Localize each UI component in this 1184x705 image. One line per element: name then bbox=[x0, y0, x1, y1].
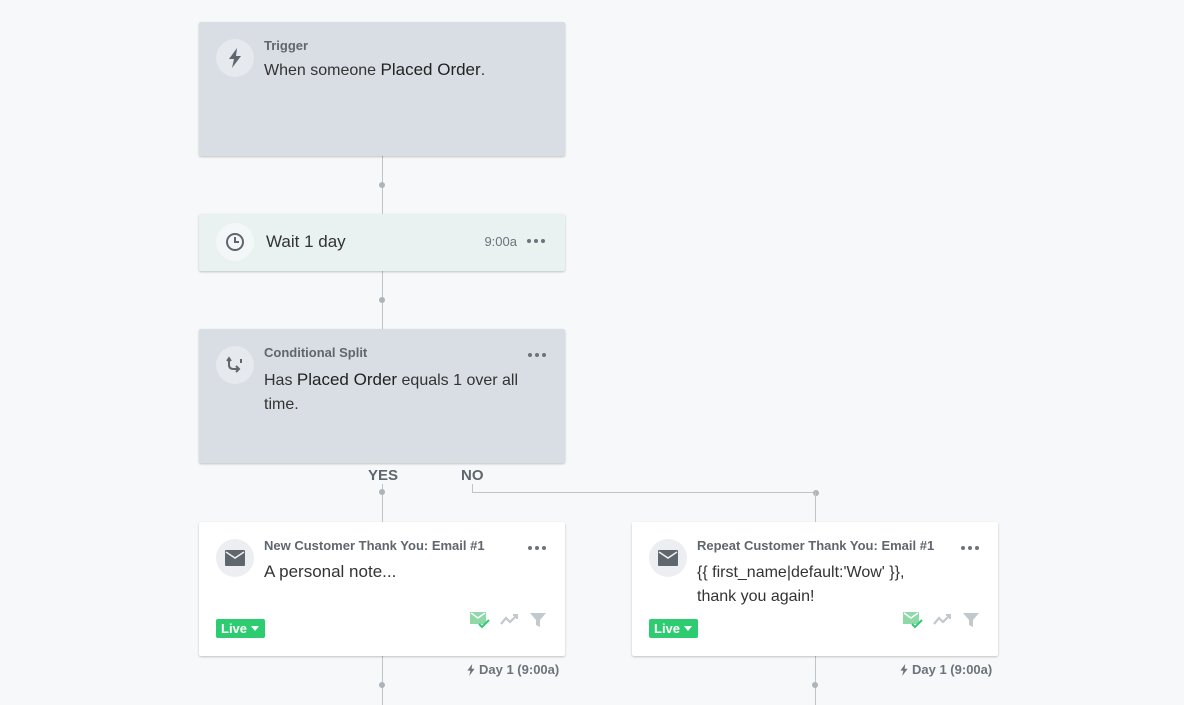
connector-line bbox=[382, 484, 383, 522]
more-options-button[interactable] bbox=[527, 239, 545, 243]
trigger-text: When someone Placed Order. bbox=[264, 60, 486, 79]
delay-label: Day 1 (9:00a) bbox=[899, 662, 992, 677]
wait-time: 9:00a bbox=[484, 234, 517, 249]
connector-line bbox=[382, 656, 383, 705]
delay-label: Day 1 (9:00a) bbox=[466, 662, 559, 677]
more-options-button[interactable] bbox=[961, 546, 979, 550]
email-title: New Customer Thank You: Email #1 bbox=[264, 538, 485, 553]
envelope-icon bbox=[216, 539, 254, 577]
conditional-split-card[interactable]: Conditional Split Has Placed Order equal… bbox=[199, 329, 565, 463]
trend-icon[interactable] bbox=[933, 613, 953, 632]
email-card[interactable]: New Customer Thank You: Email #1 A perso… bbox=[199, 522, 565, 656]
email-title: Repeat Customer Thank You: Email #1 bbox=[697, 538, 935, 553]
split-title: Conditional Split bbox=[264, 345, 368, 360]
connector-dot bbox=[813, 490, 819, 496]
connector-dot bbox=[812, 682, 818, 688]
email-checked-icon[interactable] bbox=[903, 611, 923, 634]
filter-icon[interactable] bbox=[530, 612, 546, 633]
yes-branch-label: YES bbox=[368, 467, 399, 484]
email-preview-line: thank you again! bbox=[697, 588, 815, 605]
split-icon bbox=[216, 346, 254, 384]
envelope-icon bbox=[649, 539, 687, 577]
connector-line bbox=[815, 656, 816, 705]
lightning-icon bbox=[216, 39, 254, 77]
connector-line bbox=[472, 492, 816, 493]
more-options-button[interactable] bbox=[528, 546, 546, 550]
wait-label: Wait 1 day bbox=[266, 232, 346, 251]
connector-dot bbox=[379, 297, 385, 303]
more-options-button[interactable] bbox=[528, 353, 546, 357]
connector-line bbox=[472, 484, 473, 493]
trigger-title: Trigger bbox=[264, 38, 309, 53]
connector-dot bbox=[379, 489, 385, 495]
trend-icon[interactable] bbox=[500, 613, 520, 632]
caret-down-icon bbox=[684, 626, 693, 631]
no-branch-label: NO bbox=[461, 467, 484, 484]
email-checked-icon[interactable] bbox=[470, 611, 490, 634]
wait-card[interactable]: Wait 1 day 9:00a bbox=[199, 214, 565, 271]
connector-dot bbox=[379, 682, 385, 688]
caret-down-icon bbox=[251, 626, 260, 631]
connector-line bbox=[815, 492, 816, 522]
filter-icon[interactable] bbox=[963, 612, 979, 633]
email-preview-line: {{ first_name|default:'Wow' }}, bbox=[697, 564, 905, 581]
status-dropdown[interactable]: Live bbox=[216, 619, 266, 638]
email-preview-line: A personal note... bbox=[264, 562, 397, 581]
connector-dot bbox=[379, 182, 385, 188]
email-card[interactable]: Repeat Customer Thank You: Email #1 {{ f… bbox=[632, 522, 998, 656]
trigger-card[interactable]: Trigger When someone Placed Order. bbox=[199, 22, 565, 156]
status-dropdown[interactable]: Live bbox=[649, 619, 699, 638]
lightning-icon bbox=[900, 663, 908, 676]
lightning-icon bbox=[467, 663, 475, 676]
clock-icon bbox=[216, 223, 254, 261]
split-text: Has Placed Order equals 1 over all time. bbox=[264, 370, 519, 413]
